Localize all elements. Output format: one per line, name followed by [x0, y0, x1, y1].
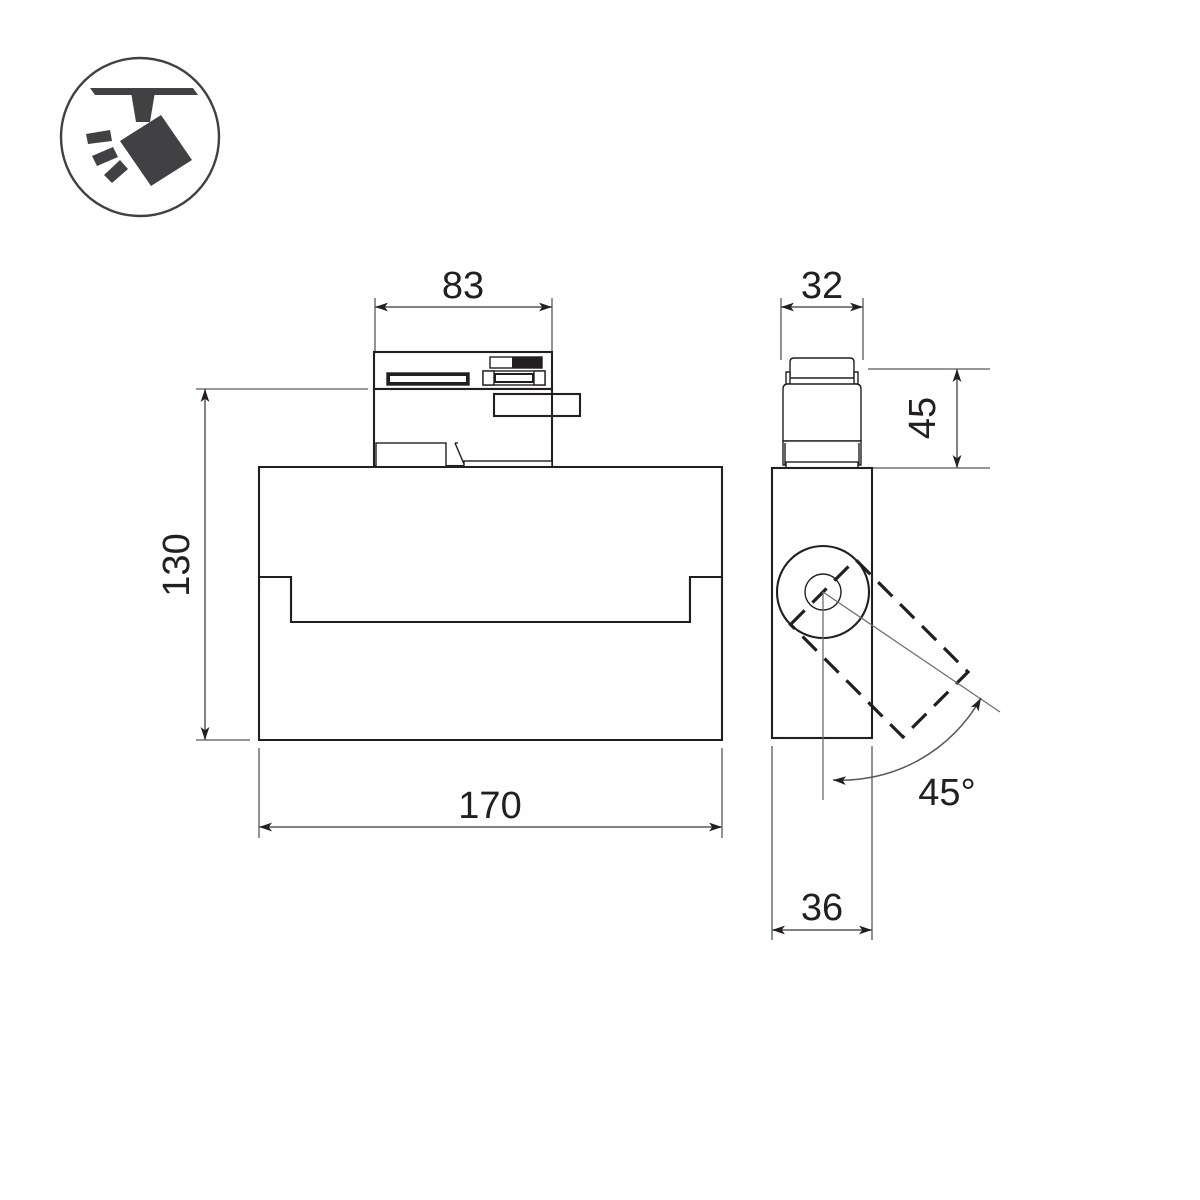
- dimension-170: [258, 748, 723, 838]
- dimension-label-32: 32: [801, 265, 843, 307]
- dimension-label-83: 83: [442, 265, 484, 307]
- dimension-label-170: 170: [458, 785, 521, 827]
- dimension-32: [780, 298, 864, 360]
- dimension-label-36: 36: [801, 887, 843, 929]
- track-adapter-front: [372, 350, 582, 468]
- dimension-label-130: 130: [156, 533, 198, 596]
- dimension-83: [374, 298, 553, 358]
- luminaire-body-side: [770, 466, 874, 740]
- dimension-label-45-angle: 45°: [918, 772, 975, 814]
- angle-leader-lines: [822, 591, 1001, 800]
- tilted-head-outline-dashed: [788, 557, 971, 740]
- dimension-45-angle: [832, 697, 982, 786]
- dimension-130: [196, 388, 368, 741]
- dimension-36: [771, 746, 873, 940]
- track-adapter-side: [782, 357, 862, 469]
- side-view: [770, 298, 1001, 940]
- track-spotlight-icon: [59, 56, 221, 218]
- dimension-45-height: [868, 368, 990, 469]
- front-view: [196, 298, 724, 838]
- dimension-label-45-height: 45: [902, 397, 944, 439]
- luminaire-body-front: [257, 465, 724, 742]
